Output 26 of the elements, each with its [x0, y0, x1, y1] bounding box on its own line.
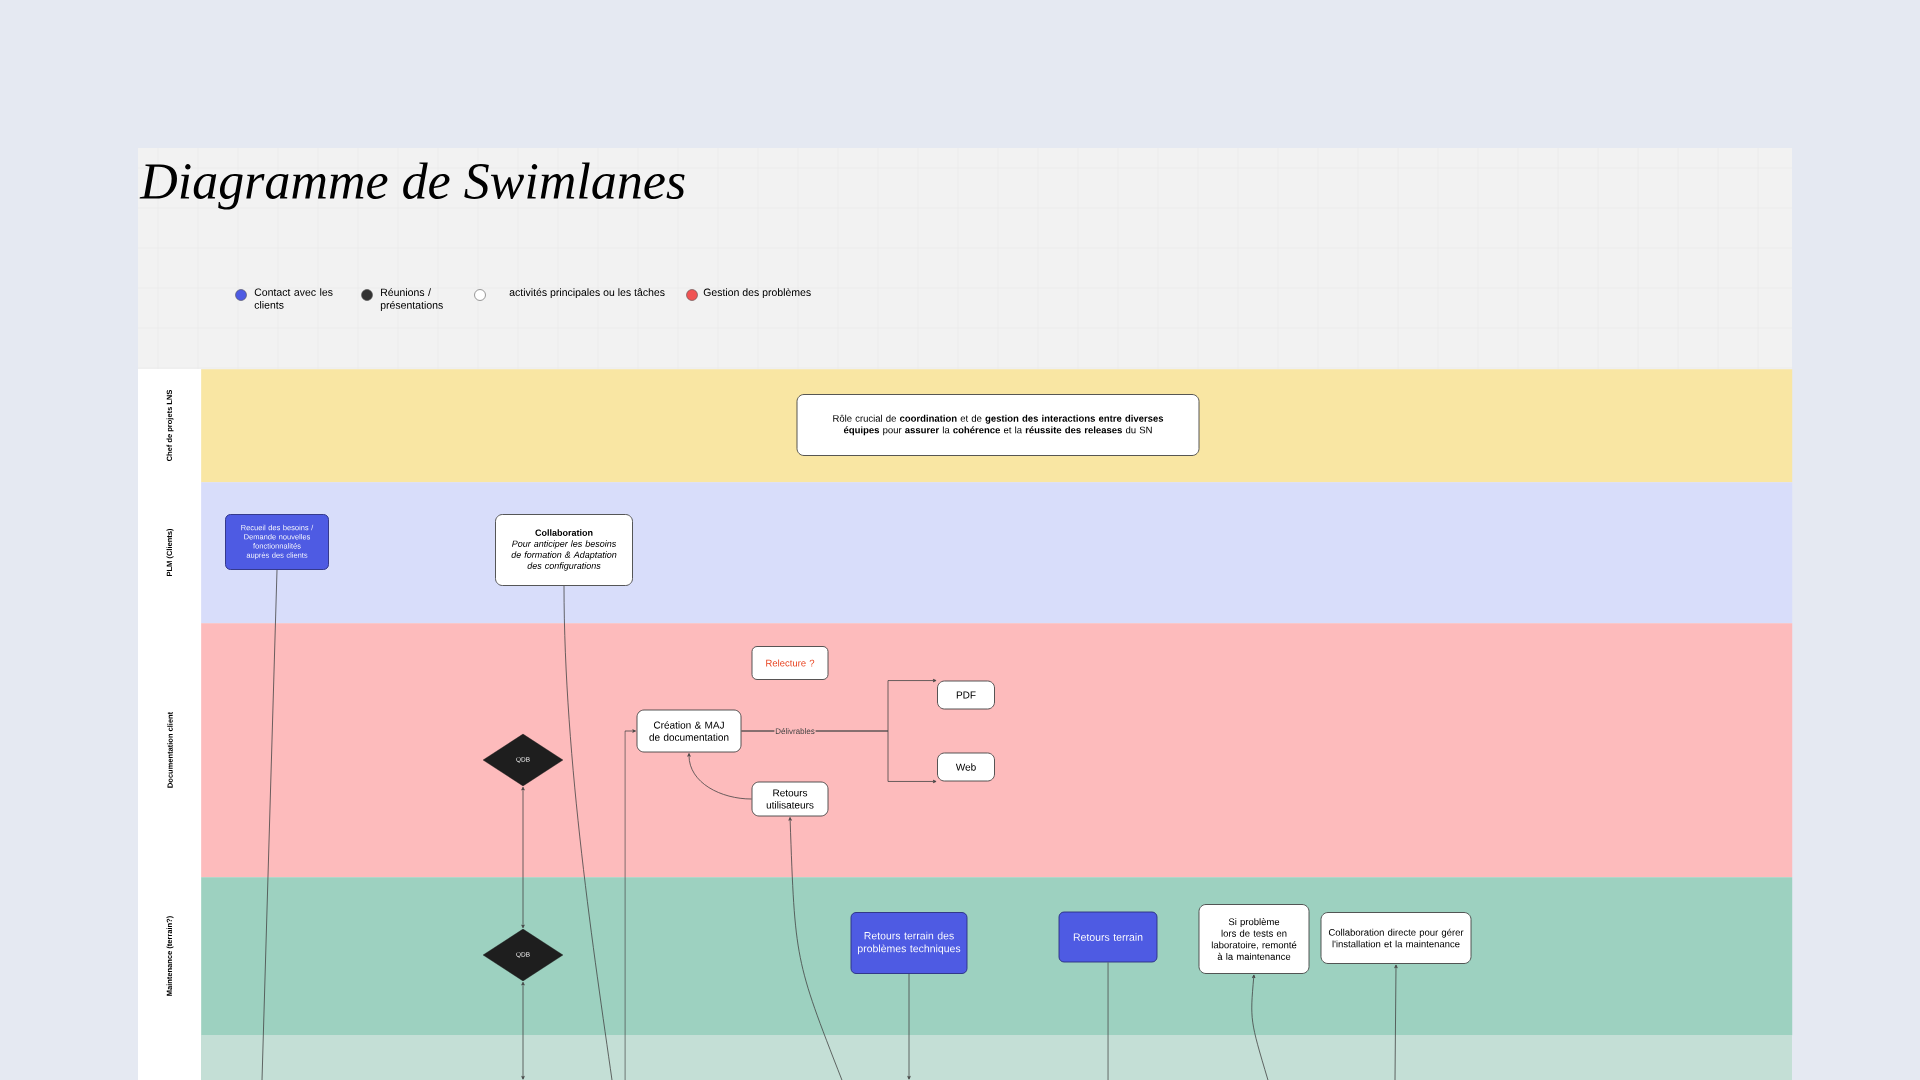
process-box: Création & MAJ de documentation	[636, 709, 742, 753]
process-box: Web	[937, 752, 995, 782]
review-box: Relecture ?	[751, 646, 829, 680]
arrow	[1251, 974, 1269, 1080]
process-box: Collaboration directe pour gérer l'installation et la maintenance	[1320, 912, 1472, 964]
process-box: Rôle crucial de coordination et de gestion des interactions entre diverses équipes pour assurer la cohérence et la réussite des releases du SN	[796, 394, 1200, 456]
contact-box: Retours terrain	[1058, 911, 1158, 963]
legend-label: Gestion des problèmes	[703, 288, 811, 299]
legend-label: Contact avec les clients	[254, 288, 333, 309]
legend-label: activités principales ou les tâches	[509, 288, 665, 299]
arrow	[521, 786, 525, 929]
arrow	[907, 973, 911, 1080]
process-box: Si problème lors de tests en laboratoire, remonté à la maintenance	[1198, 904, 1310, 974]
contact-box: Retours terrain des problèmes techniques	[850, 912, 968, 974]
arrow	[687, 753, 752, 800]
arrow	[788, 817, 843, 1080]
process-box: Collaboration Pour anticiper les besoins de formation & Adaptation des configurations	[495, 514, 633, 586]
process-box: Retours utilisateurs	[751, 781, 829, 817]
arrow	[1394, 964, 1398, 1080]
legend-label: Réunions / présentations	[380, 288, 443, 311]
title: Diagramme de Swimlanes	[139, 162, 685, 210]
swimlane-band	[201, 1035, 1792, 1080]
edge-label: Délivrables	[774, 727, 816, 735]
process-box: PDF	[937, 680, 995, 710]
arrow	[521, 981, 525, 1080]
arrow	[624, 729, 636, 1080]
